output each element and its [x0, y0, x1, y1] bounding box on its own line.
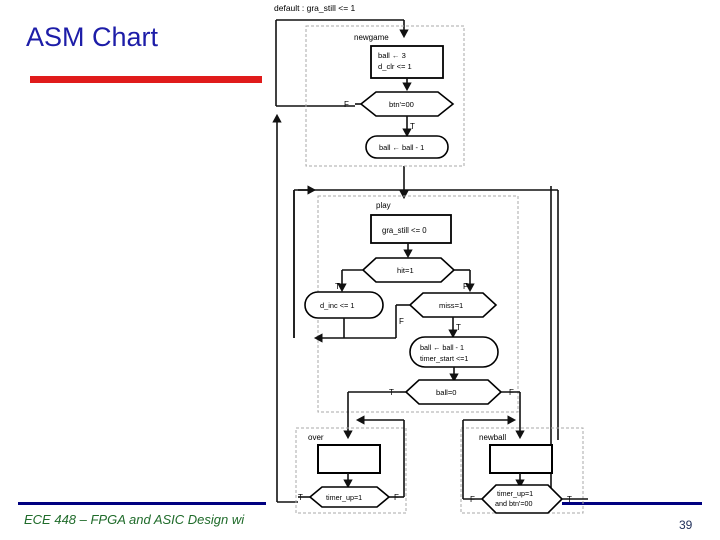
decision-btn-not-00 — [359, 91, 455, 117]
default-output-annotation: default : gra_still <= 1 — [274, 3, 356, 13]
asm-chart-svg: default : gra_still <= 1 — [272, 3, 588, 514]
state-box-play-label: gra_still <= 0 — [382, 226, 427, 235]
state-label-newgame: newgame — [354, 33, 389, 42]
state-box-newgame-line2: d_clr <= 1 — [378, 62, 412, 71]
state-box-over — [317, 444, 381, 474]
page-title: ASM Chart — [26, 22, 159, 52]
state-label-newball: newball — [479, 433, 506, 442]
decision-timer-up-and-btn-line2: and btn'=00 — [495, 499, 533, 508]
footer-course-label: ECE 448 – FPGA and ASIC Design wi — [24, 512, 245, 527]
title-underline-rule — [30, 76, 262, 83]
branch-label-miss-true: T — [456, 323, 461, 332]
footer-rule-left — [18, 502, 266, 505]
decision-miss — [408, 292, 498, 318]
branch-label-newgame-false: F — [344, 100, 349, 109]
decision-btn-not-00-label: btn'=00 — [389, 100, 414, 109]
state-box-newgame-line1: ball ← 3 — [378, 51, 406, 60]
branch-label-miss-false: F — [399, 317, 404, 326]
state-box-newgame — [370, 45, 444, 79]
cond-output-ball-dec-label: ball ← ball - 1 — [379, 143, 424, 152]
decision-timer-up-and-btn-line1: timer_up=1 — [497, 489, 533, 498]
cond-output-d-inc-label: d_inc <= 1 — [320, 301, 355, 310]
cond-output-ball-timer-line2: timer_start <=1 — [420, 354, 468, 363]
branch-label-hit-false: F — [463, 282, 468, 291]
asm-chart-figure: default : gra_still <= 1 — [258, 0, 720, 540]
branch-label-newgame-true: T — [410, 122, 415, 131]
decision-timer-up-label: timer_up=1 — [326, 493, 362, 502]
decision-hit-label: hit=1 — [397, 266, 414, 275]
cond-output-ball-timer-line1: ball ← ball - 1 — [420, 343, 464, 352]
state-box-play — [370, 214, 452, 244]
state-group-newgame — [305, 25, 465, 167]
cond-output-ball-dec — [365, 135, 449, 159]
state-label-over: over — [308, 433, 324, 442]
state-group-over — [295, 427, 407, 514]
decision-miss-label: miss=1 — [439, 301, 463, 310]
state-box-newball — [489, 444, 553, 474]
footer-rule-right — [562, 502, 702, 505]
state-group-play — [317, 195, 519, 413]
branch-label-hit-true: T — [335, 282, 340, 291]
asm-wires — [272, 19, 559, 503]
state-label-play: play — [376, 201, 391, 210]
decision-ball-zero-label: ball=0 — [436, 388, 456, 397]
page-number: 39 — [679, 518, 693, 532]
